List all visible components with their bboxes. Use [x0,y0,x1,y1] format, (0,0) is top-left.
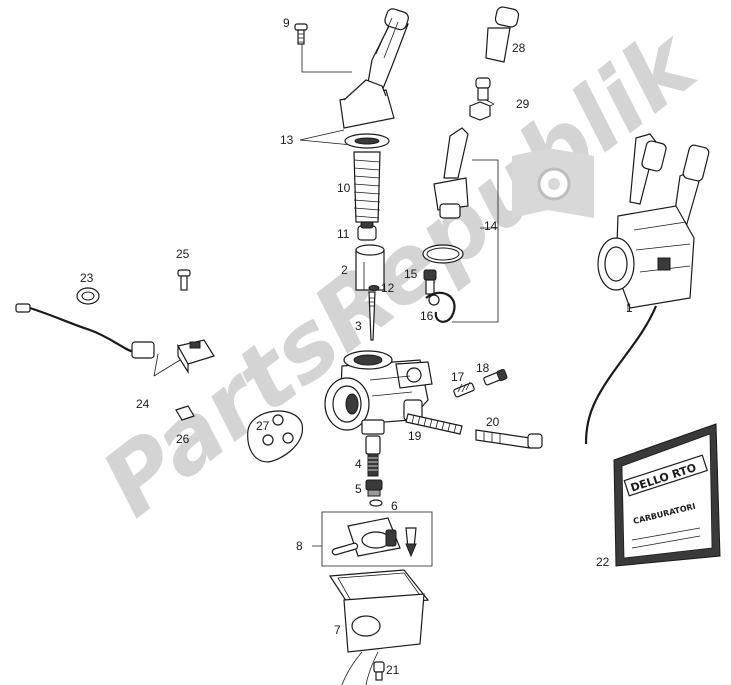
callout-20: 20 [486,415,500,429]
callout-29: 29 [516,97,530,111]
screw-part-21 [373,661,385,681]
callout-24: 24 [136,397,150,411]
assembled-carburetor-part-1 [584,133,710,445]
float-bowl-part-7 [328,569,430,685]
adjuster-screw-part-29 [469,77,491,121]
callout-25: 25 [176,247,190,261]
callout-23: 23 [80,271,94,285]
gasket-part-27 [247,410,303,463]
callout-27: 27 [256,419,270,433]
callout-28: 28 [512,41,526,55]
main-jet-part-5 [365,479,383,497]
callout-6: 6 [391,499,398,513]
callout-3: 3 [355,319,362,333]
screw-part-15 [423,269,437,295]
choke-tube-part-14 [422,127,469,264]
spring-part-19 [405,413,463,435]
clip-part-26 [175,405,195,421]
retainer-part-11 [357,221,377,241]
spring-clip-part-16 [425,291,456,323]
jet-part-4 [365,435,381,477]
gear-flag-icon [512,148,594,218]
screw-part-18 [483,368,508,386]
screw-part-25 [177,269,191,291]
throttle-slide-part-2 [355,244,385,291]
callout-8: 8 [296,539,303,553]
callout-10: 10 [337,181,351,195]
callout-7: 7 [334,623,341,637]
callout-19: 19 [408,429,422,443]
callout-22: 22 [596,555,610,569]
callout-11: 11 [337,227,350,241]
needle-part-3 [368,291,376,341]
clamp-part-23 [76,287,100,305]
callout-14: 14 [484,219,498,233]
carburetor-body [324,350,433,435]
callout-26: 26 [176,432,190,446]
wiring-harness-part-24 [15,303,215,375]
callout-9: 9 [283,16,290,30]
choke-cable-part-28 [485,6,520,63]
idle-screw-part-17 [453,381,475,398]
callout-12: 12 [381,281,395,295]
throttle-cable-cover-part-13 [339,8,409,149]
washer-part-6 [369,499,383,507]
spring-part-10 [353,151,381,223]
callout-13: 13 [280,133,294,147]
callout-4: 4 [355,457,362,471]
callout-16: 16 [420,309,434,323]
parts-kit-bag-part-22: DELLO RTO CARBURATORI [613,423,721,567]
needle-clip-part-12 [368,285,380,291]
mixture-screw-part-20 [475,429,543,449]
callout-15: 15 [404,267,418,281]
callout-18: 18 [476,361,490,375]
callout-numbers: 1 2 3 4 5 6 7 8 9 10 11 12 13 14 15 16 1… [80,16,633,677]
callout-1: 1 [626,301,633,315]
float-assembly-part-8 [331,517,417,558]
callout-2: 2 [341,263,348,277]
callout-17: 17 [451,370,465,384]
callout-21: 21 [386,663,400,677]
callout-5: 5 [355,482,362,496]
screw-part-9 [294,23,308,45]
